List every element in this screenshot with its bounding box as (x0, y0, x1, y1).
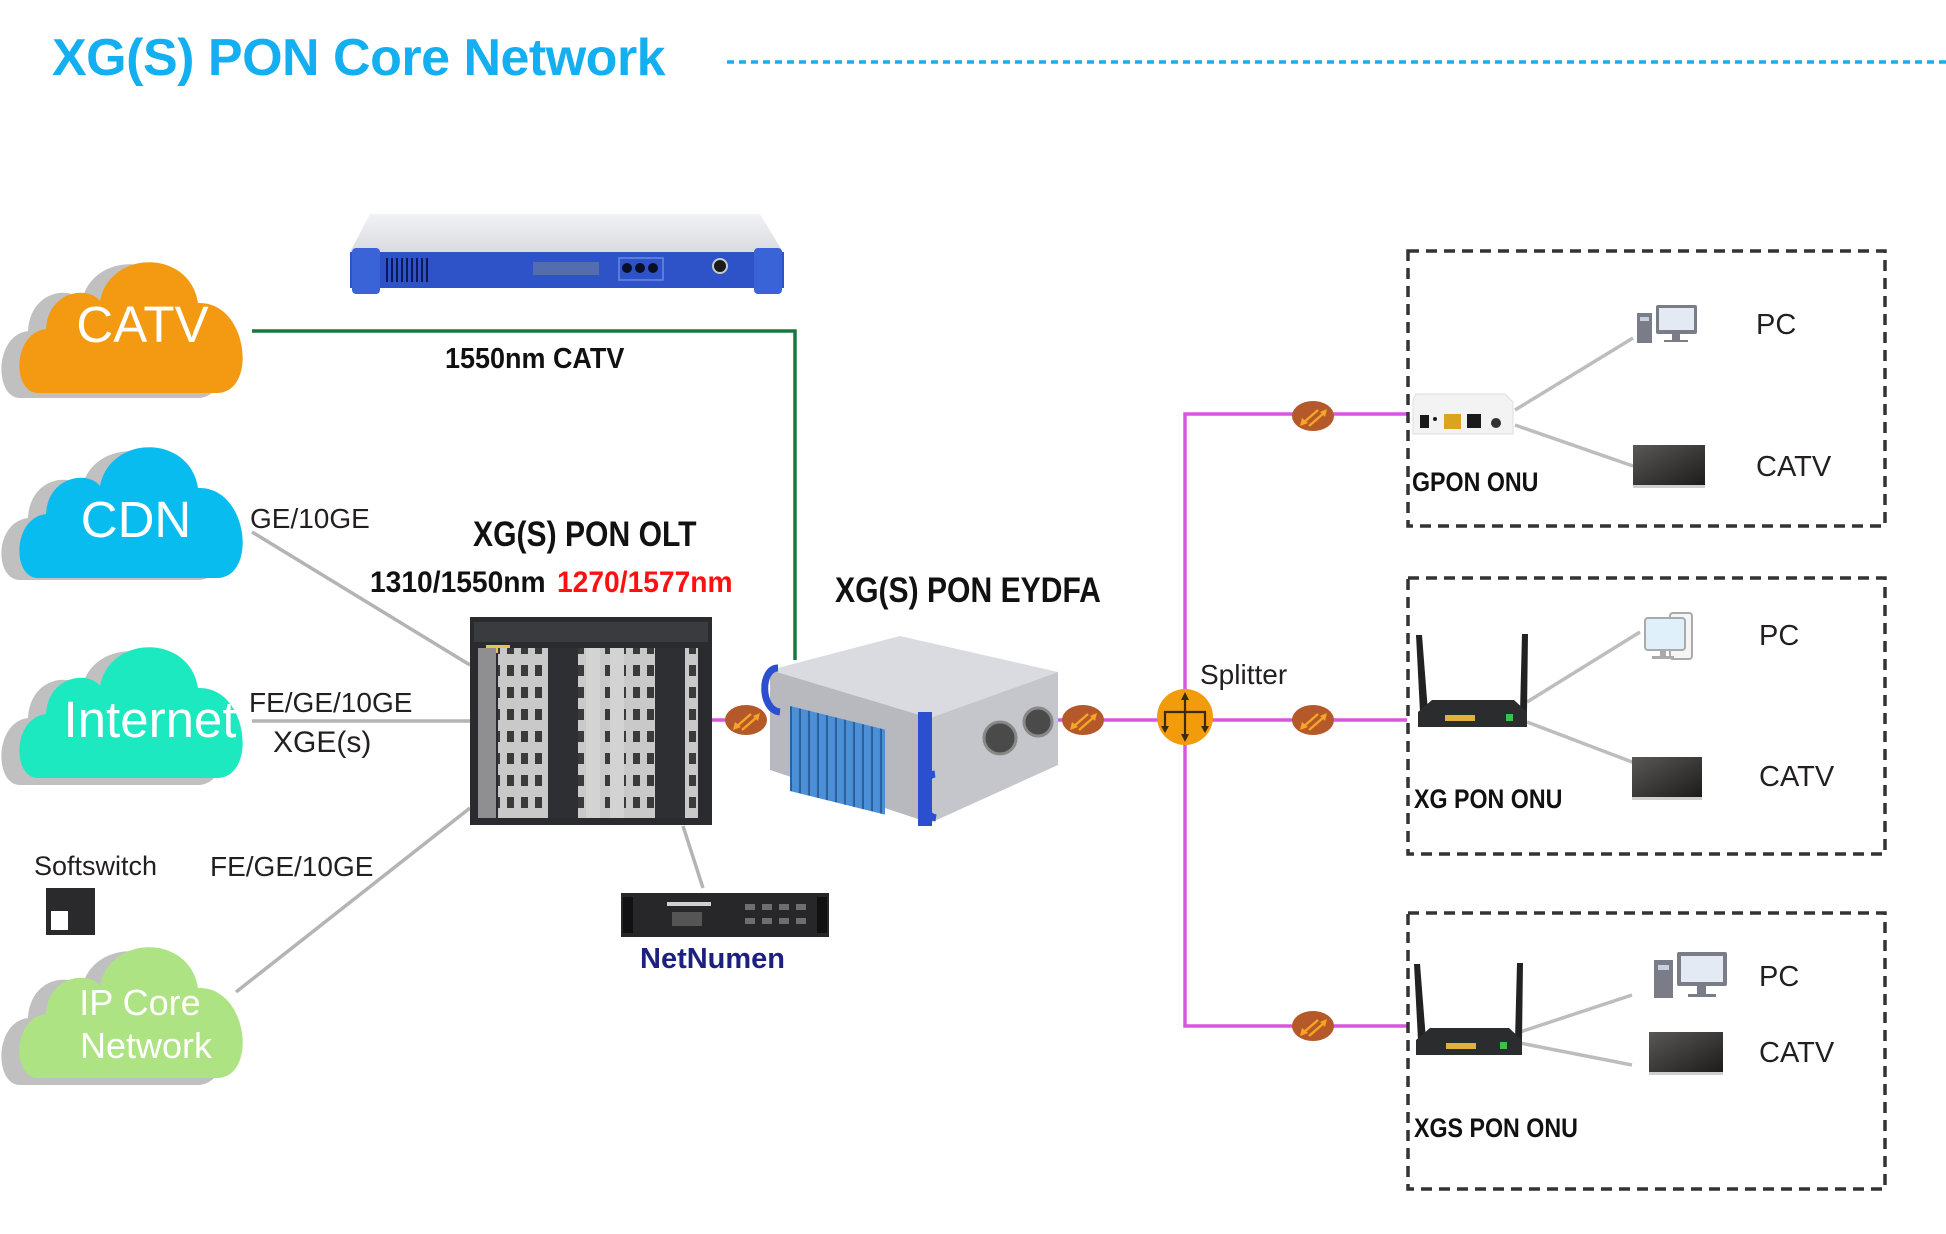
catv-fiber-label: 1550nm CATV (445, 343, 625, 375)
cloud-ipcore-label-line1: IP Core (79, 982, 201, 1023)
olt-wavelengths-xgs: 1270/1577nm (556, 566, 733, 599)
catv-fiber-line (252, 329, 797, 660)
xgpon-onu-router (1416, 634, 1528, 727)
cdn-link-label: GE/10GE (250, 503, 370, 534)
internet-link-label-2: XGE(s) (273, 726, 372, 759)
fiber-connector-icon (1290, 399, 1336, 433)
netnumen-server (621, 893, 829, 937)
device-label-catv: CATV (1756, 451, 1832, 483)
cloud-internet-shape (19, 647, 243, 778)
onu-group-label: XGS PON ONU (1414, 1113, 1578, 1143)
cloud-ipcore-shape (19, 947, 243, 1078)
ipcore-uplink-line (234, 806, 472, 994)
fiber-connector-icon (723, 703, 769, 737)
xgspon-onu-router (1414, 963, 1523, 1055)
fiber-connector-icon (1290, 703, 1336, 737)
edfa-amplifier (761, 636, 1058, 826)
olt-title: XG(S) PON OLT (473, 515, 697, 554)
onu-group-box-gpon (1406, 249, 1887, 528)
cloud-internet (1, 647, 243, 785)
netnumen-label: NetNumen (640, 943, 786, 975)
tv-icon (1632, 757, 1702, 800)
onu-group-label: GPON ONU (1412, 467, 1539, 497)
internet-link-label: FE/GE/10GE (249, 687, 413, 718)
cloud-cdn (1, 447, 243, 580)
cloud-ipcore (1, 947, 243, 1085)
cloud-internet-label: Internet (63, 691, 237, 748)
cloud-ipcore-label-line2: Network (79, 1025, 213, 1066)
pc-icon (1637, 305, 1697, 343)
ipcore-link-label: FE/GE/10GE (210, 851, 374, 882)
splitter-label: Splitter (1200, 659, 1288, 690)
splitter-icon (1157, 689, 1213, 745)
olt-wavelengths-legacy: 1310/1550nm (370, 566, 546, 599)
tv-icon (1633, 445, 1705, 488)
cdn-uplink-line (251, 530, 471, 667)
cloud-catv-label: CATV (76, 296, 209, 353)
device-label-pc: PC (1756, 309, 1797, 341)
cloud-cdn-shape (19, 447, 243, 578)
fiber-connector-icon (1290, 1009, 1336, 1043)
onu-group-box-xgpon (1406, 576, 1887, 856)
device-label-catv: CATV (1759, 1037, 1835, 1069)
onu-lan-links (1514, 336, 1641, 1067)
nms-link-line (681, 825, 705, 889)
gpon-onu-device (1412, 393, 1514, 435)
cloud-cdn-label: CDN (80, 491, 192, 548)
device-label-pc: PC (1759, 620, 1800, 652)
catv-optical-transmitter (350, 214, 784, 294)
cloud-catv (1, 262, 243, 398)
softswitch-label: Softswitch (34, 851, 158, 881)
onu-group-label: XG PON ONU (1414, 784, 1563, 814)
tv-icon (1649, 1032, 1723, 1075)
olt-wavelengths: 1310/1550nm 1270/1577nm (370, 566, 744, 600)
cloud-catv-shape (19, 262, 243, 393)
pc-icon (1654, 952, 1727, 998)
softswitch-icon (46, 888, 95, 935)
pc-icon (1644, 612, 1693, 660)
fiber-connector-icon (1060, 703, 1106, 737)
olt-chassis (470, 617, 712, 825)
device-label-pc: PC (1759, 961, 1800, 993)
onu-group-box-xgspon (1406, 911, 1887, 1191)
page-title: XG(S) PON Core Network (52, 29, 666, 87)
device-label-catv: CATV (1759, 761, 1835, 793)
edfa-title: XG(S) PON EYDFA (835, 571, 1101, 610)
